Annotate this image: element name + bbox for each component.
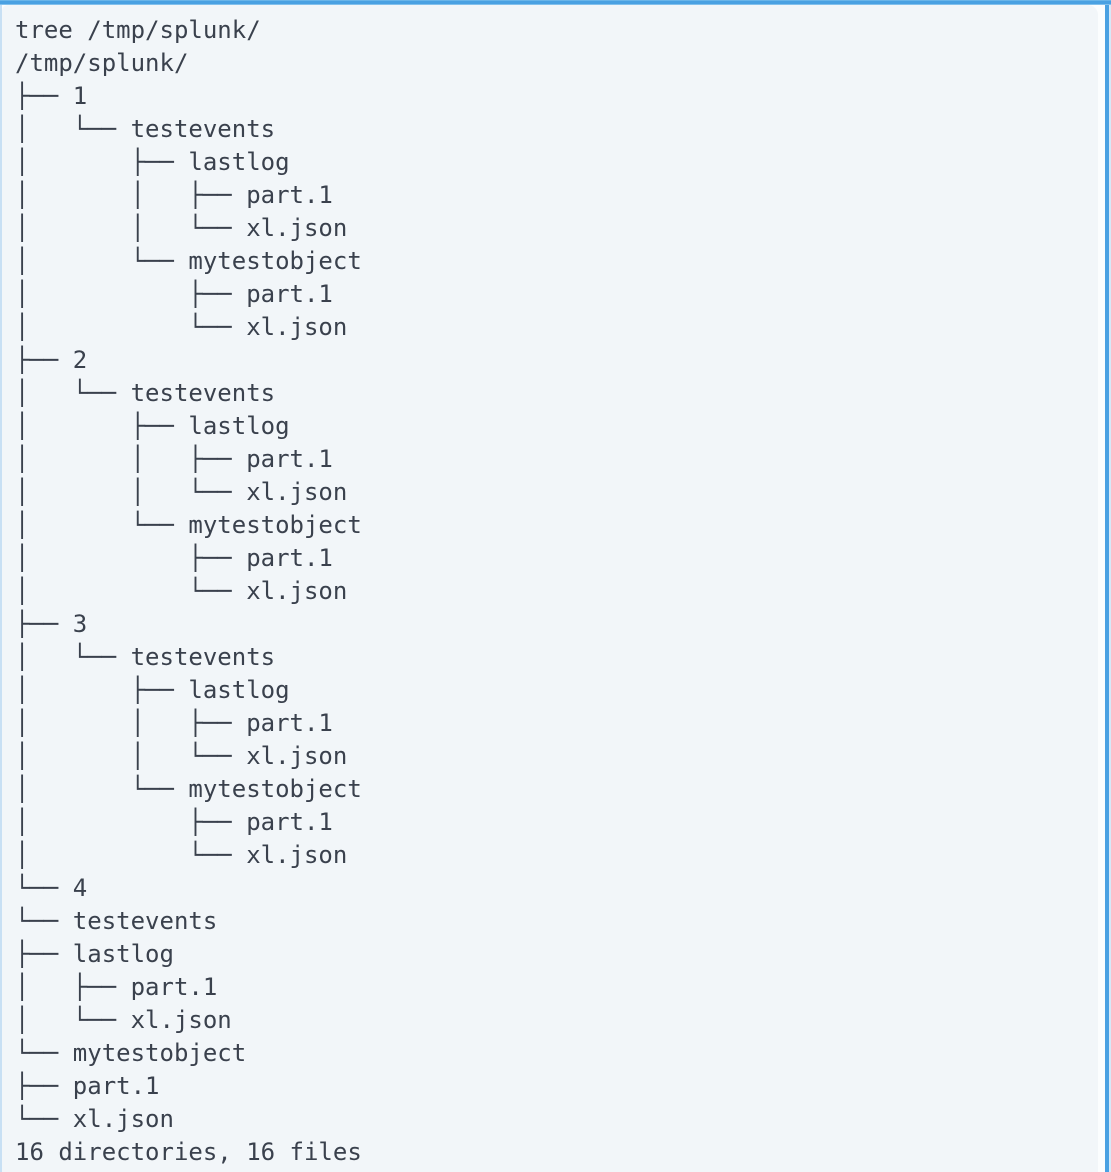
tree-line: ├── 3: [15, 610, 88, 638]
tree-line: tree /tmp/splunk/: [15, 16, 261, 44]
focus-ring-right: [1105, 0, 1109, 1172]
tree-line: │ │ ├── part.1: [15, 709, 333, 737]
tree-line: │ └── testevents: [15, 115, 276, 143]
tree-line: ├── lastlog: [15, 940, 174, 968]
tree-line: │ │ ├── part.1: [15, 445, 333, 473]
tree-line: /tmp/splunk/: [15, 49, 189, 77]
focus-ring-top: [0, 0, 1111, 5]
tree-line: │ │ └── xl.json: [15, 742, 348, 770]
tree-line: │ ├── part.1: [15, 544, 333, 572]
tree-line: ├── part.1: [15, 1072, 160, 1100]
tree-line: │ │ ├── part.1: [15, 181, 333, 209]
tree-line: └── mytestobject: [15, 1039, 247, 1067]
tree-line: └── 4: [15, 874, 88, 902]
tree-line: │ └── mytestobject: [15, 775, 362, 803]
tree-line: │ │ └── xl.json: [15, 478, 348, 506]
tree-line: │ └── mytestobject: [15, 247, 362, 275]
tree-line: ├── 2: [15, 346, 88, 374]
tree-line: │ └── mytestobject: [15, 511, 362, 539]
tree-line: │ ├── part.1: [15, 808, 333, 836]
tree-line: │ └── testevents: [15, 643, 276, 671]
code-block-card: tree /tmp/splunk/ /tmp/splunk/ ├── 1 │ └── …: [2, 5, 1098, 1172]
tree-line: │ ├── lastlog: [15, 148, 290, 176]
tree-line: 16 directories, 16 files: [15, 1138, 362, 1166]
focus-ring-left: [0, 5, 2, 1172]
tree-line: │ └── xl.json: [15, 313, 348, 341]
tree-line: │ │ └── xl.json: [15, 214, 348, 242]
page-edge-right: [1109, 0, 1111, 1172]
tree-line: │ └── testevents: [15, 379, 276, 407]
tree-line: │ ├── lastlog: [15, 412, 290, 440]
tree-line: │ ├── lastlog: [15, 676, 290, 704]
tree-output: tree /tmp/splunk/ /tmp/splunk/ ├── 1 │ └── …: [2, 5, 1098, 1172]
tree-line: └── testevents: [15, 907, 218, 935]
tree-line: ├── 1: [15, 82, 88, 110]
tree-line: │ └── xl.json: [15, 1006, 232, 1034]
tree-line: └── xl.json: [15, 1105, 174, 1133]
tree-line: │ └── xl.json: [15, 841, 348, 869]
tree-line: │ ├── part.1: [15, 280, 333, 308]
tree-line: │ └── xl.json: [15, 577, 348, 605]
tree-line: │ ├── part.1: [15, 973, 218, 1001]
